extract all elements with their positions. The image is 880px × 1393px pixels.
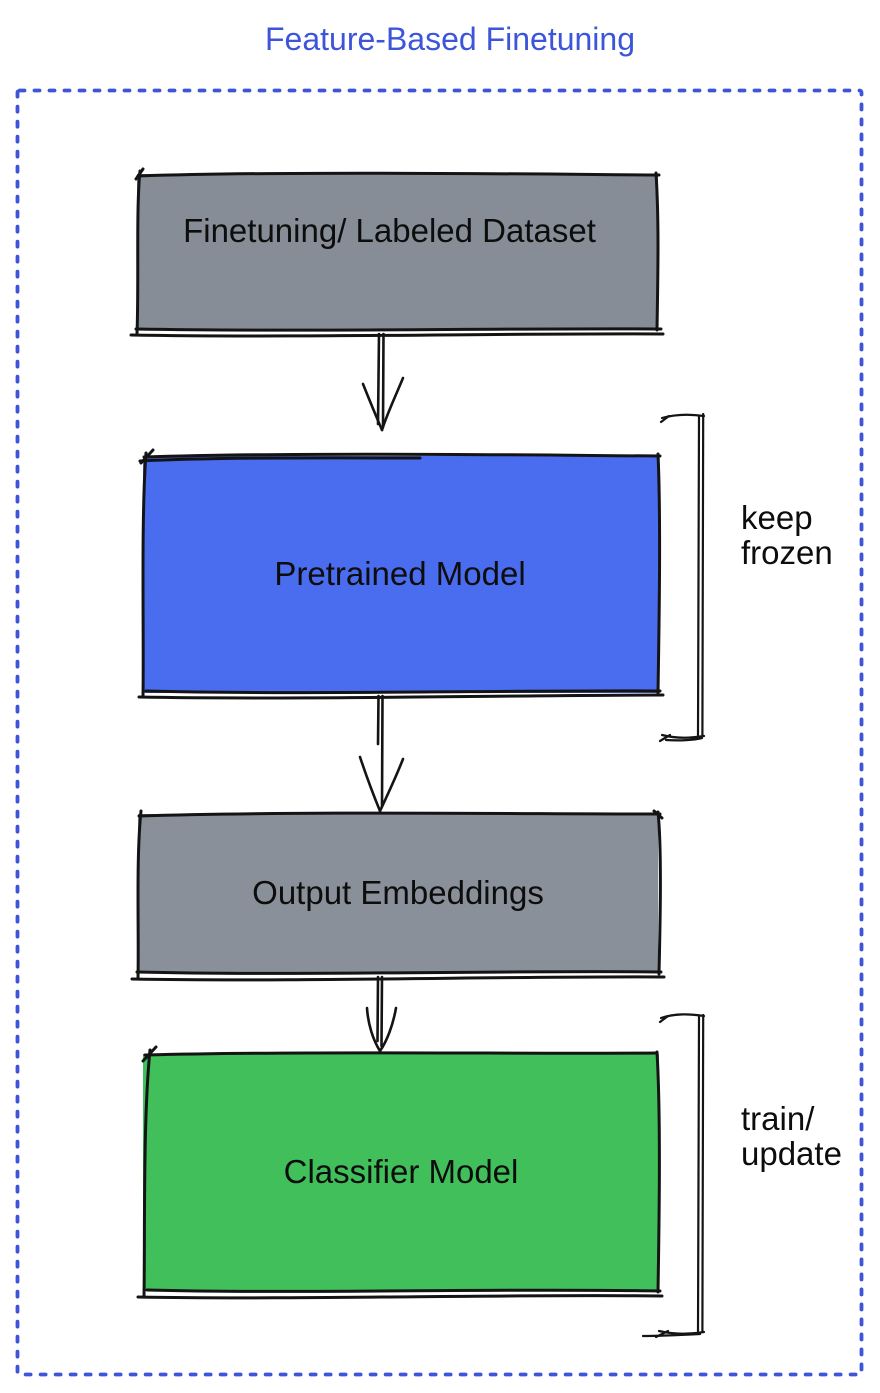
arrow-dataset-to-pretrained (361, 332, 405, 432)
box-pretrained-model (137, 448, 665, 700)
box-output-embeddings-outline (130, 809, 666, 982)
arrow-embeddings-to-classifier (365, 975, 398, 1053)
box-finetuning-dataset-fill (137, 174, 658, 330)
box-classifier-model (136, 1045, 664, 1300)
arrow-pretrained-to-embeddings (358, 694, 405, 813)
bracket-train-update (641, 1013, 706, 1339)
box-finetuning-dataset-outline (129, 167, 665, 338)
box-output-embeddings (130, 809, 666, 982)
box-pretrained-model-fill (143, 456, 659, 693)
dotted-boundary (15, 88, 864, 1377)
box-pretrained-model-outline (137, 448, 665, 700)
page-title: Feature-Based Finetuning (265, 21, 635, 57)
box-classifier-model-outline (136, 1045, 664, 1300)
box-classifier-model-fill (143, 1054, 659, 1291)
box-output-embeddings-fill (138, 814, 658, 973)
box-finetuning-dataset (129, 167, 665, 338)
bracket-keep-frozen (658, 412, 706, 743)
